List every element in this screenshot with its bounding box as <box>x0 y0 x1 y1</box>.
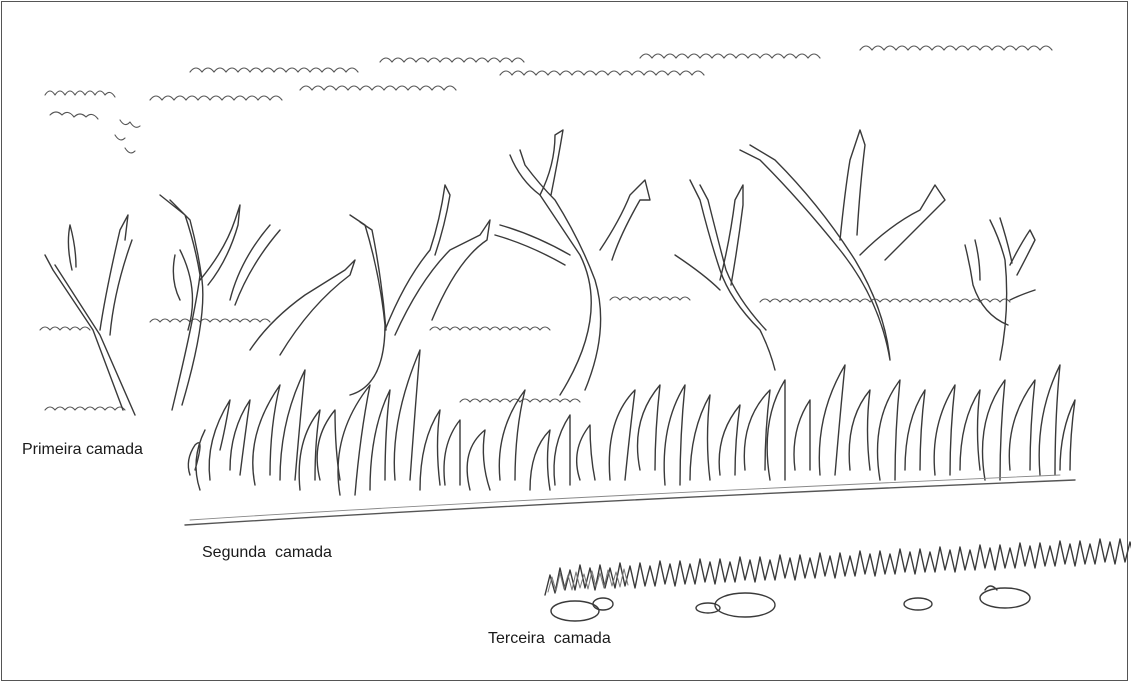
layer-1-label: Primeira camada <box>22 441 143 459</box>
distant-canopy <box>45 46 1052 153</box>
stone-5 <box>904 598 932 610</box>
trees <box>45 130 1035 415</box>
stone-6 <box>980 588 1030 608</box>
stone-1 <box>551 601 599 621</box>
layer-3-label: Terceira camada <box>488 630 611 648</box>
layer-2-label: Segunda camada <box>202 544 332 562</box>
short-grass-ground <box>545 537 1131 621</box>
stone-2 <box>593 598 613 610</box>
tall-grass-flames <box>185 350 1075 525</box>
stone-3 <box>715 593 775 617</box>
